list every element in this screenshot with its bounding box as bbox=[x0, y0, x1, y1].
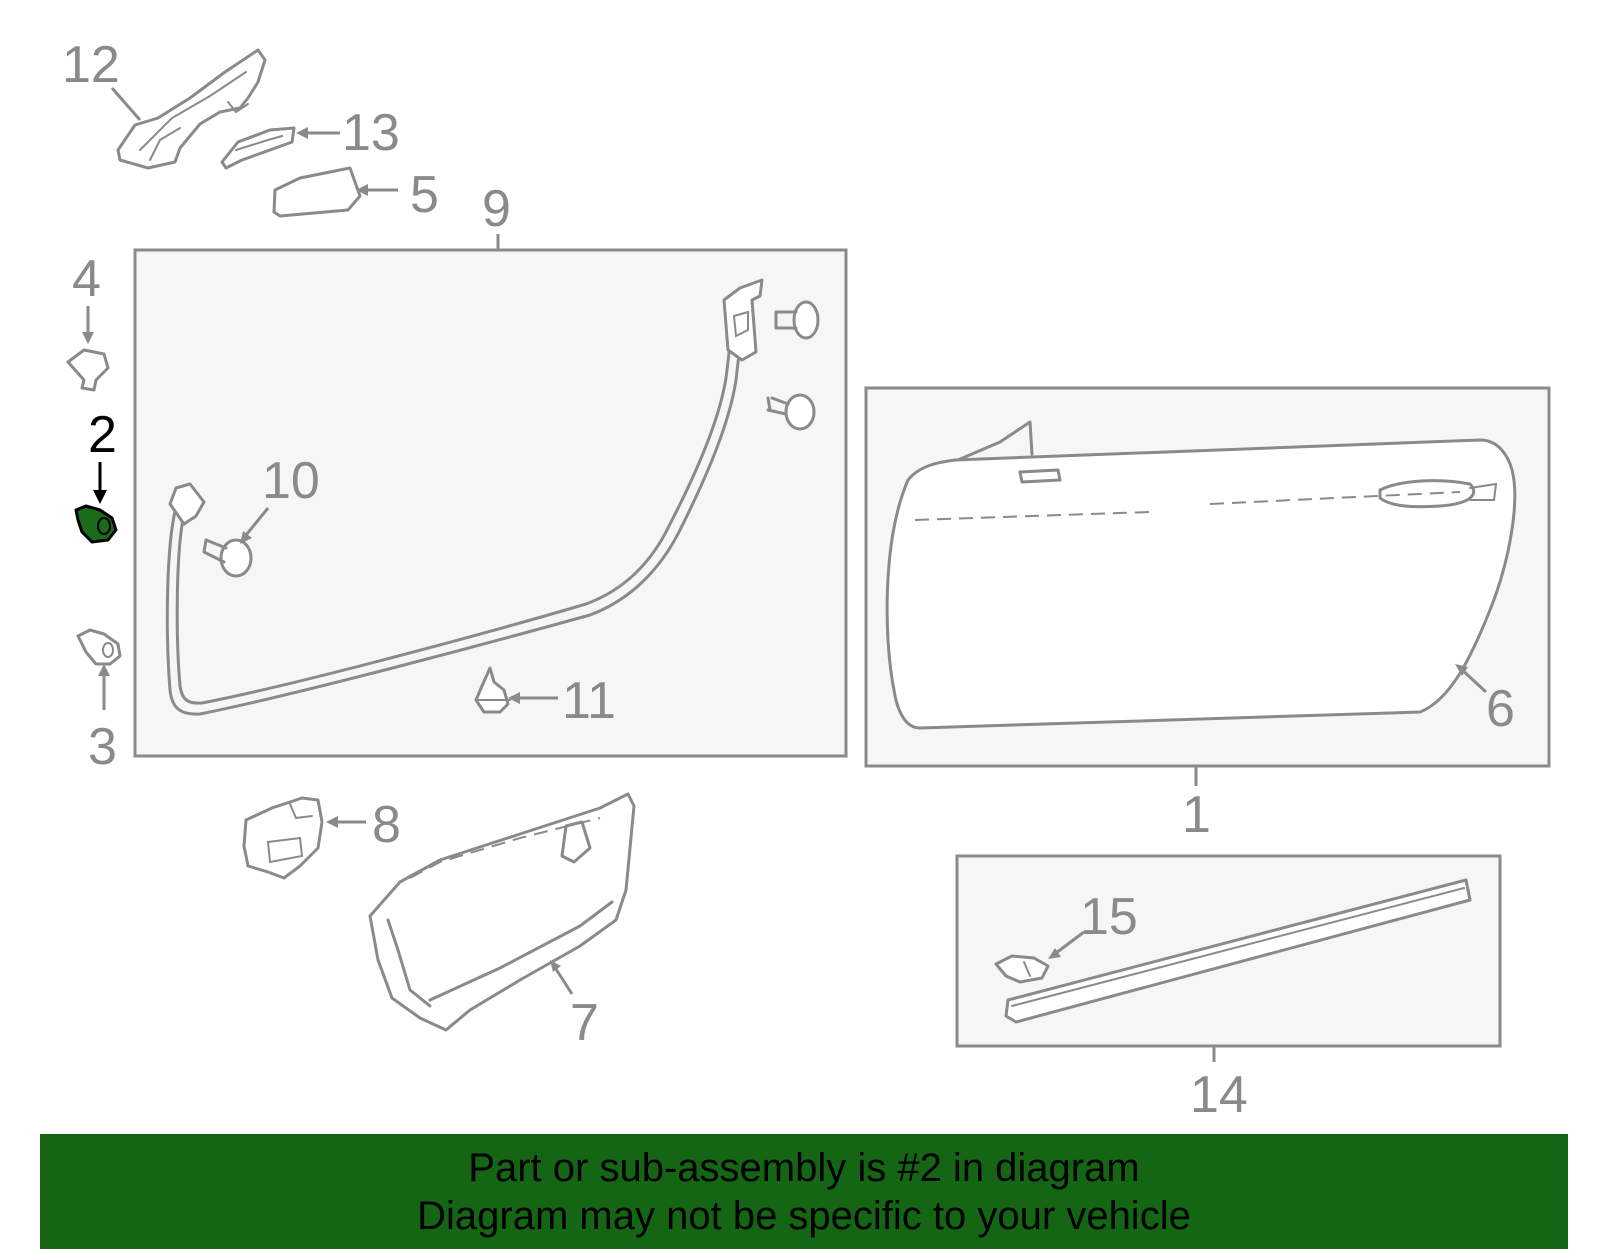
callout-6: 6 bbox=[1486, 680, 1515, 738]
callout-8: 8 bbox=[372, 796, 401, 854]
part-15-clip bbox=[994, 954, 1050, 984]
callout-11: 11 bbox=[562, 672, 616, 730]
part-13-bracket bbox=[220, 126, 296, 170]
arrow-6 bbox=[1455, 664, 1468, 676]
callout-5: 5 bbox=[410, 166, 439, 224]
part-8-bracket bbox=[242, 796, 324, 880]
part-5-cover bbox=[272, 166, 362, 218]
leader-12 bbox=[110, 87, 142, 121]
arrow-2 bbox=[93, 490, 107, 504]
arrow-15 bbox=[1048, 948, 1061, 959]
part-11-clip bbox=[474, 666, 511, 714]
arrow-13 bbox=[296, 127, 308, 139]
callout-15: 15 bbox=[1080, 888, 1138, 946]
arrow-8 bbox=[326, 816, 338, 828]
callout-4: 4 bbox=[72, 250, 101, 308]
callout-3: 3 bbox=[88, 718, 117, 776]
leader-7 bbox=[552, 965, 574, 995]
callout-13: 13 bbox=[342, 104, 400, 162]
banner-line-2: Diagram may not be specific to your vehi… bbox=[417, 1194, 1191, 1238]
arrow-7 bbox=[550, 960, 561, 972]
info-banner: Part or sub-assembly is #2 in diagram Di… bbox=[40, 1134, 1568, 1249]
callout-9: 9 bbox=[482, 180, 511, 238]
part-14-moulding bbox=[1004, 878, 1472, 1024]
part-9-weatherstrip bbox=[165, 278, 764, 716]
clip-middle-right bbox=[766, 393, 816, 431]
arrow-11 bbox=[508, 692, 520, 704]
arrow-10 bbox=[240, 531, 252, 544]
callout-7: 7 bbox=[570, 994, 599, 1052]
part-2-highlighted[interactable] bbox=[74, 504, 118, 544]
arrow-3 bbox=[98, 664, 110, 676]
callout-10: 10 bbox=[262, 452, 320, 510]
callout-12: 12 bbox=[62, 36, 120, 94]
callout-1: 1 bbox=[1182, 786, 1211, 844]
callout-14: 14 bbox=[1190, 1066, 1248, 1124]
part-3-bumper bbox=[76, 628, 122, 666]
arrow-4 bbox=[82, 332, 94, 344]
part-7-trim-panel bbox=[368, 792, 636, 1032]
callout-2: 2 bbox=[88, 406, 117, 464]
part-10-clip bbox=[202, 538, 253, 578]
part-4-fastener bbox=[66, 348, 110, 392]
part-12-frame-bracket bbox=[116, 48, 267, 170]
part-6-door-shell bbox=[885, 420, 1517, 730]
banner-line-1: Part or sub-assembly is #2 in diagram bbox=[468, 1146, 1140, 1190]
clip-upper-right bbox=[774, 300, 820, 340]
arrow-5 bbox=[356, 184, 368, 196]
